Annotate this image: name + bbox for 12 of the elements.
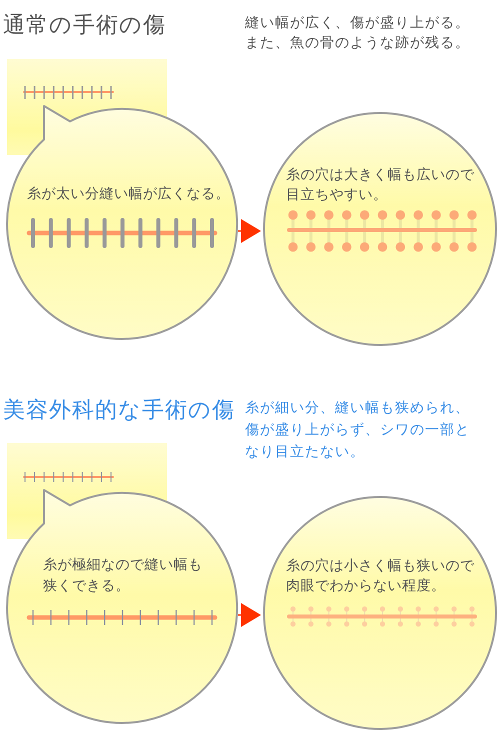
speech-bubble: [5, 488, 239, 726]
arrow: [238, 219, 261, 243]
section-heading: 美容外科的な手術の傷: [3, 397, 235, 425]
arrow: [238, 603, 261, 627]
description-text: 糸が細い分、縫い幅も狭められ、傷が盛り上がらず、シワの一部となり目立たない。: [245, 399, 471, 462]
note-text: 糸が極細なので縫い幅も狭くできる。: [43, 556, 204, 596]
note-text: 糸の穴は大きく幅も広いので目立ちやすい。: [286, 166, 476, 205]
section-heading: 通常の手術の傷: [3, 12, 166, 40]
note-text: 糸が太い分縫い幅が広くなる。: [27, 185, 231, 204]
speech-bubble: [5, 104, 239, 342]
note-text: 糸の穴は小さく幅も狭いので肉眼でわからない程度。: [286, 557, 476, 596]
description-text: 縫い幅が広く、傷が盛り上がる。また、魚の骨のような跡が残る。: [245, 14, 471, 53]
